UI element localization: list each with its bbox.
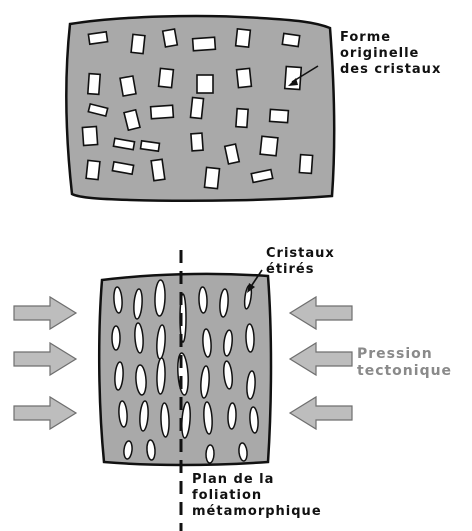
original-crystal <box>82 127 97 146</box>
forme-label-line-3: des cristaux <box>340 62 441 78</box>
pressure-arrow-left-1 <box>14 297 76 329</box>
original-crystal <box>131 34 145 53</box>
original-crystal <box>190 97 203 118</box>
pressure-arrow-right-1 <box>290 297 352 329</box>
pressure-arrows-left <box>14 297 76 429</box>
original-crystal <box>236 29 251 47</box>
forme-label-line-2: originelle <box>340 46 441 62</box>
original-crystal <box>282 33 299 46</box>
original-crystal <box>120 76 136 96</box>
original-crystal <box>191 133 203 151</box>
forme-label-line-1: Forme <box>340 30 441 46</box>
pressure-arrow-right-2 <box>290 343 352 375</box>
stretched-crystal <box>246 324 255 352</box>
stretched-crystal <box>199 287 208 313</box>
original-crystal <box>88 32 107 44</box>
plan-label: Plan de la foliation métamorphique <box>192 472 322 520</box>
pressure-arrow-left-2 <box>14 343 76 375</box>
original-crystal <box>197 75 213 93</box>
forme-label: Forme originelle des cristaux <box>340 30 441 78</box>
pression-label: Pression tectonique <box>357 346 452 380</box>
pressure-arrows-right <box>290 297 352 429</box>
cristaux-label-line-1: Cristaux <box>266 246 335 262</box>
pressure-arrow-right-3 <box>290 397 352 429</box>
original-crystal <box>193 37 216 51</box>
original-crystal <box>159 68 174 87</box>
original-crystal <box>163 29 178 47</box>
original-crystal <box>88 74 100 95</box>
plan-label-line-2: foliation <box>192 488 322 504</box>
plan-label-line-3: métamorphique <box>192 504 322 520</box>
original-crystal <box>151 159 165 180</box>
original-crystal <box>141 141 160 151</box>
pressure-arrow-left-3 <box>14 397 76 429</box>
stretched-crystal <box>112 326 120 350</box>
original-crystal <box>86 160 100 179</box>
cristaux-label-line-2: étirés <box>266 262 335 278</box>
original-crystal <box>204 167 219 188</box>
original-crystal <box>236 109 248 128</box>
original-crystal <box>237 68 252 87</box>
stretched-crystal <box>160 403 169 437</box>
stretched-crystal <box>228 403 237 429</box>
stretched-crystal <box>206 445 215 463</box>
cristaux-label: Cristaux étirés <box>266 246 335 278</box>
pression-label-line-2: tectonique <box>357 363 452 380</box>
original-crystal <box>151 105 174 119</box>
pression-label-line-1: Pression <box>357 346 452 363</box>
original-crystal <box>260 136 278 156</box>
original-crystal <box>299 155 312 174</box>
plan-label-line-1: Plan de la <box>192 472 322 488</box>
original-crystal <box>270 109 289 122</box>
